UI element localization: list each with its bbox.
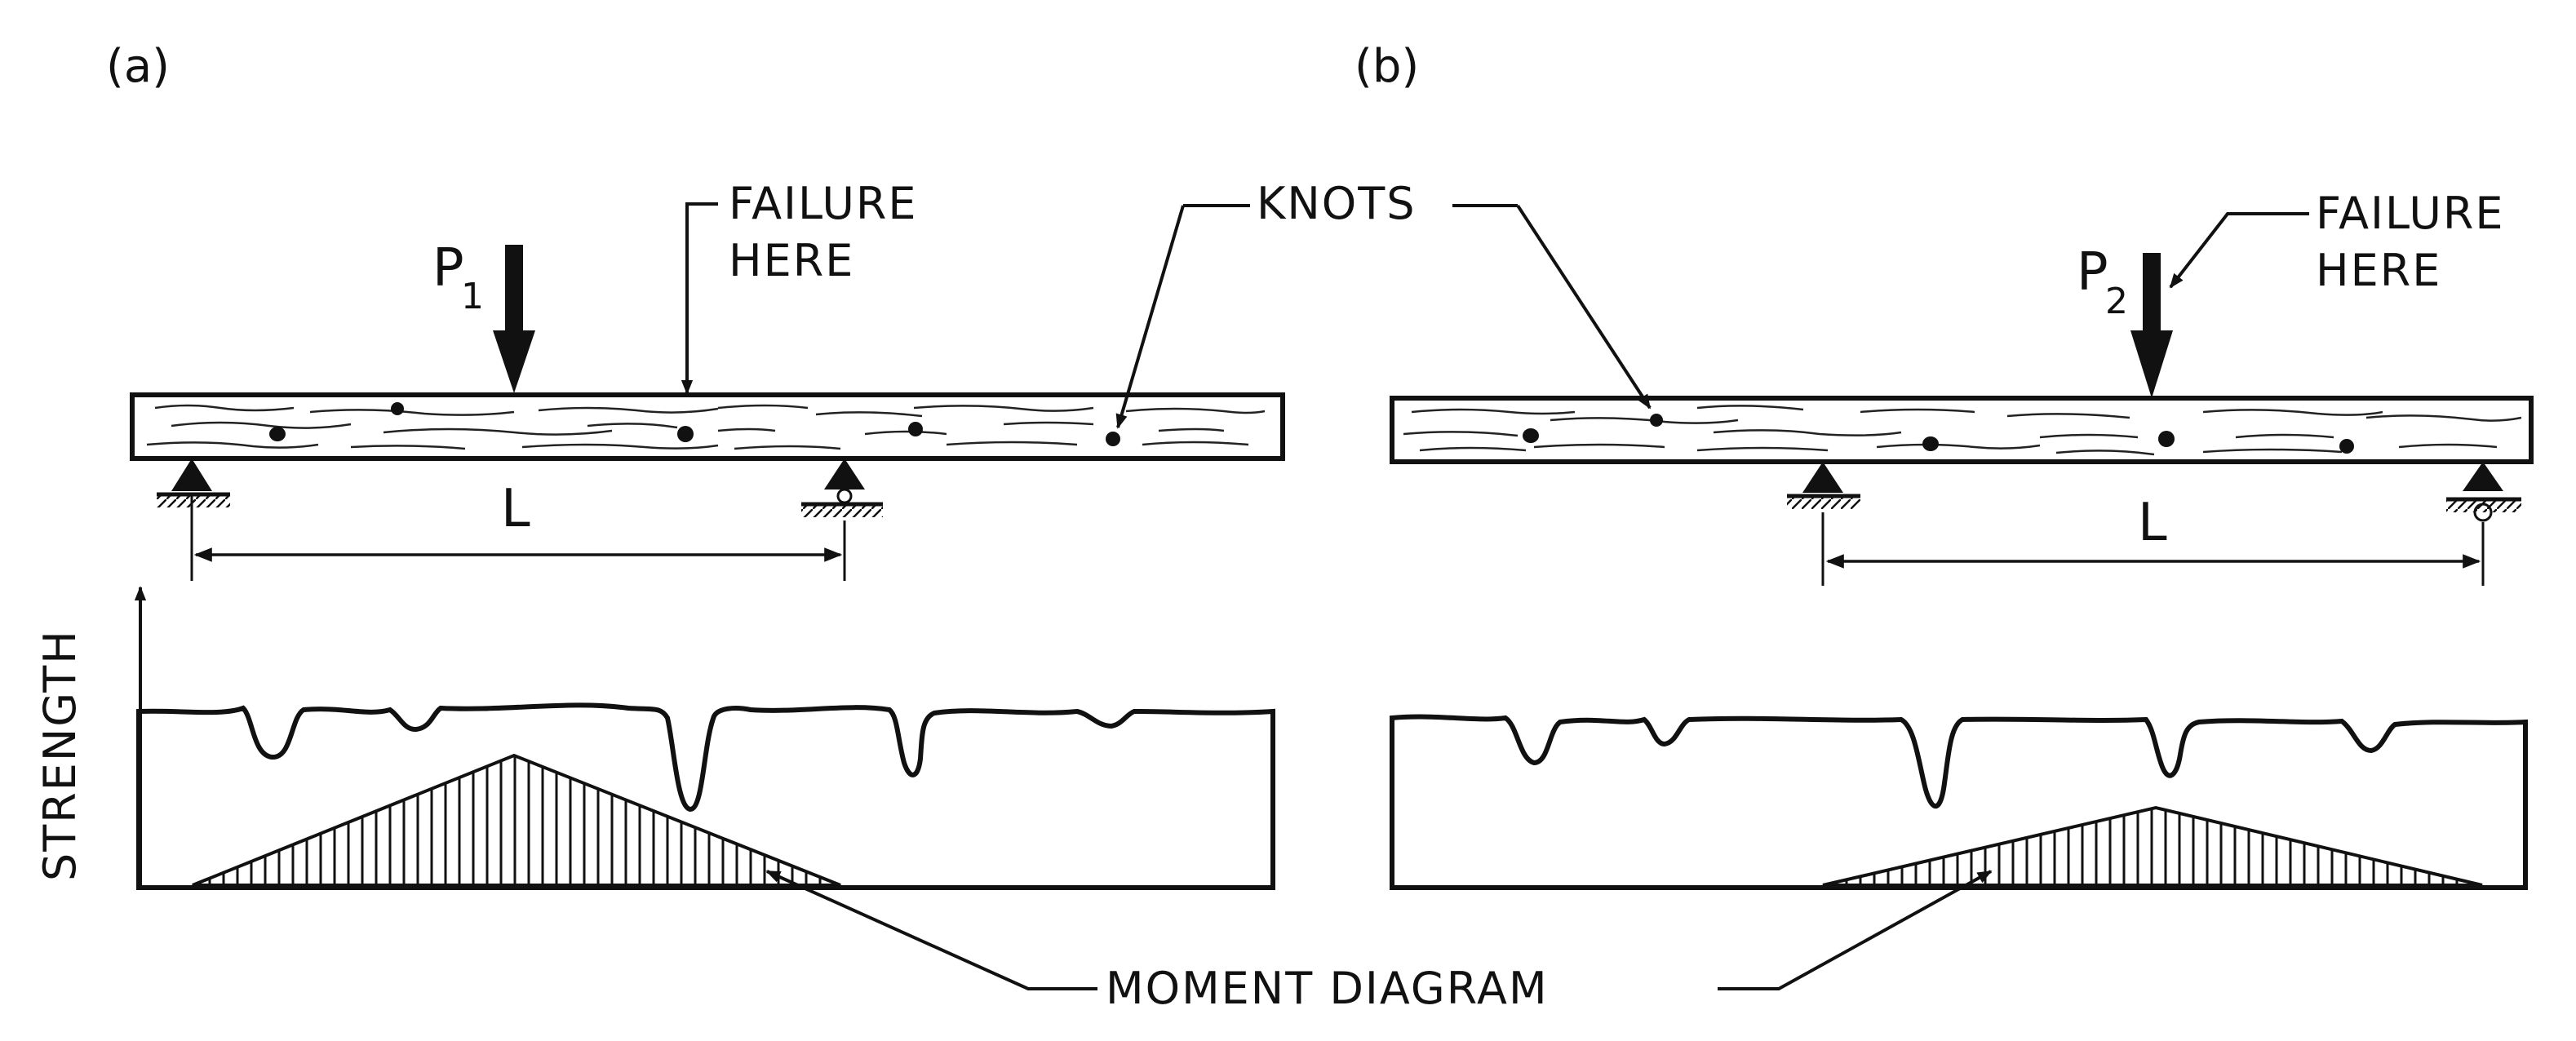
- knot: [269, 427, 286, 441]
- knots-pointer-b: [1516, 204, 1652, 410]
- load-arrow-p2: [2130, 253, 2173, 398]
- load-p2-subscript: 2: [2105, 281, 2128, 322]
- beam-a: [130, 392, 1285, 461]
- load-p2-symbol: P: [2077, 242, 2108, 303]
- wood-grain-a: [146, 404, 1266, 450]
- beam-b: [1390, 396, 2534, 464]
- support-pin-b: [1787, 462, 1860, 509]
- panel-b-label: (b): [1355, 40, 1419, 93]
- strength-curve-b: [1390, 714, 2528, 890]
- panel-a: (a): [34, 40, 1285, 890]
- knot: [1650, 414, 1663, 427]
- load-p1-subscript: 1: [461, 276, 484, 317]
- failure-pointer-a: [681, 202, 718, 395]
- failure-label-b-line1: FAILURE: [2316, 188, 2505, 239]
- moment-diagram-b: [1822, 805, 2483, 887]
- panel-a-label: (a): [106, 40, 170, 93]
- knot: [2339, 439, 2354, 454]
- failure-label-b-line2: HERE: [2316, 245, 2441, 296]
- moment-pointer-a: [765, 870, 1097, 990]
- load-arrow-p1: [493, 245, 535, 393]
- wood-grain-b: [1403, 405, 2522, 456]
- panel-b: (b): [1355, 40, 2534, 890]
- knot: [391, 402, 404, 415]
- failure-label-a-line1: FAILURE: [729, 178, 918, 229]
- failure-label-a-line2: HERE: [729, 235, 854, 286]
- knot: [677, 426, 694, 442]
- knot: [1523, 428, 1539, 443]
- knots-pointer-a: [1115, 205, 1185, 429]
- moment-pointer-b: [1718, 870, 1993, 990]
- strength-axis-label: STRENGTH: [34, 629, 86, 881]
- failure-pointer-b: [2169, 212, 2309, 289]
- knot: [1922, 436, 1939, 451]
- knots-label: KNOTS: [1257, 178, 1417, 229]
- span-label-a: L: [501, 479, 530, 539]
- strength-curve-a: [136, 702, 1275, 890]
- moment-diagram-a: [192, 753, 841, 887]
- knot: [908, 422, 923, 436]
- support-pin-a: [157, 458, 230, 507]
- knot: [1106, 432, 1120, 446]
- load-p1-symbol: P: [432, 238, 464, 299]
- knot: [2158, 431, 2175, 447]
- moment-diagram-label: MOMENT DIAGRAM: [1106, 963, 1549, 1014]
- span-label-b: L: [2138, 493, 2167, 553]
- support-roller-b: [2446, 462, 2521, 586]
- support-roller-a: [801, 458, 883, 517]
